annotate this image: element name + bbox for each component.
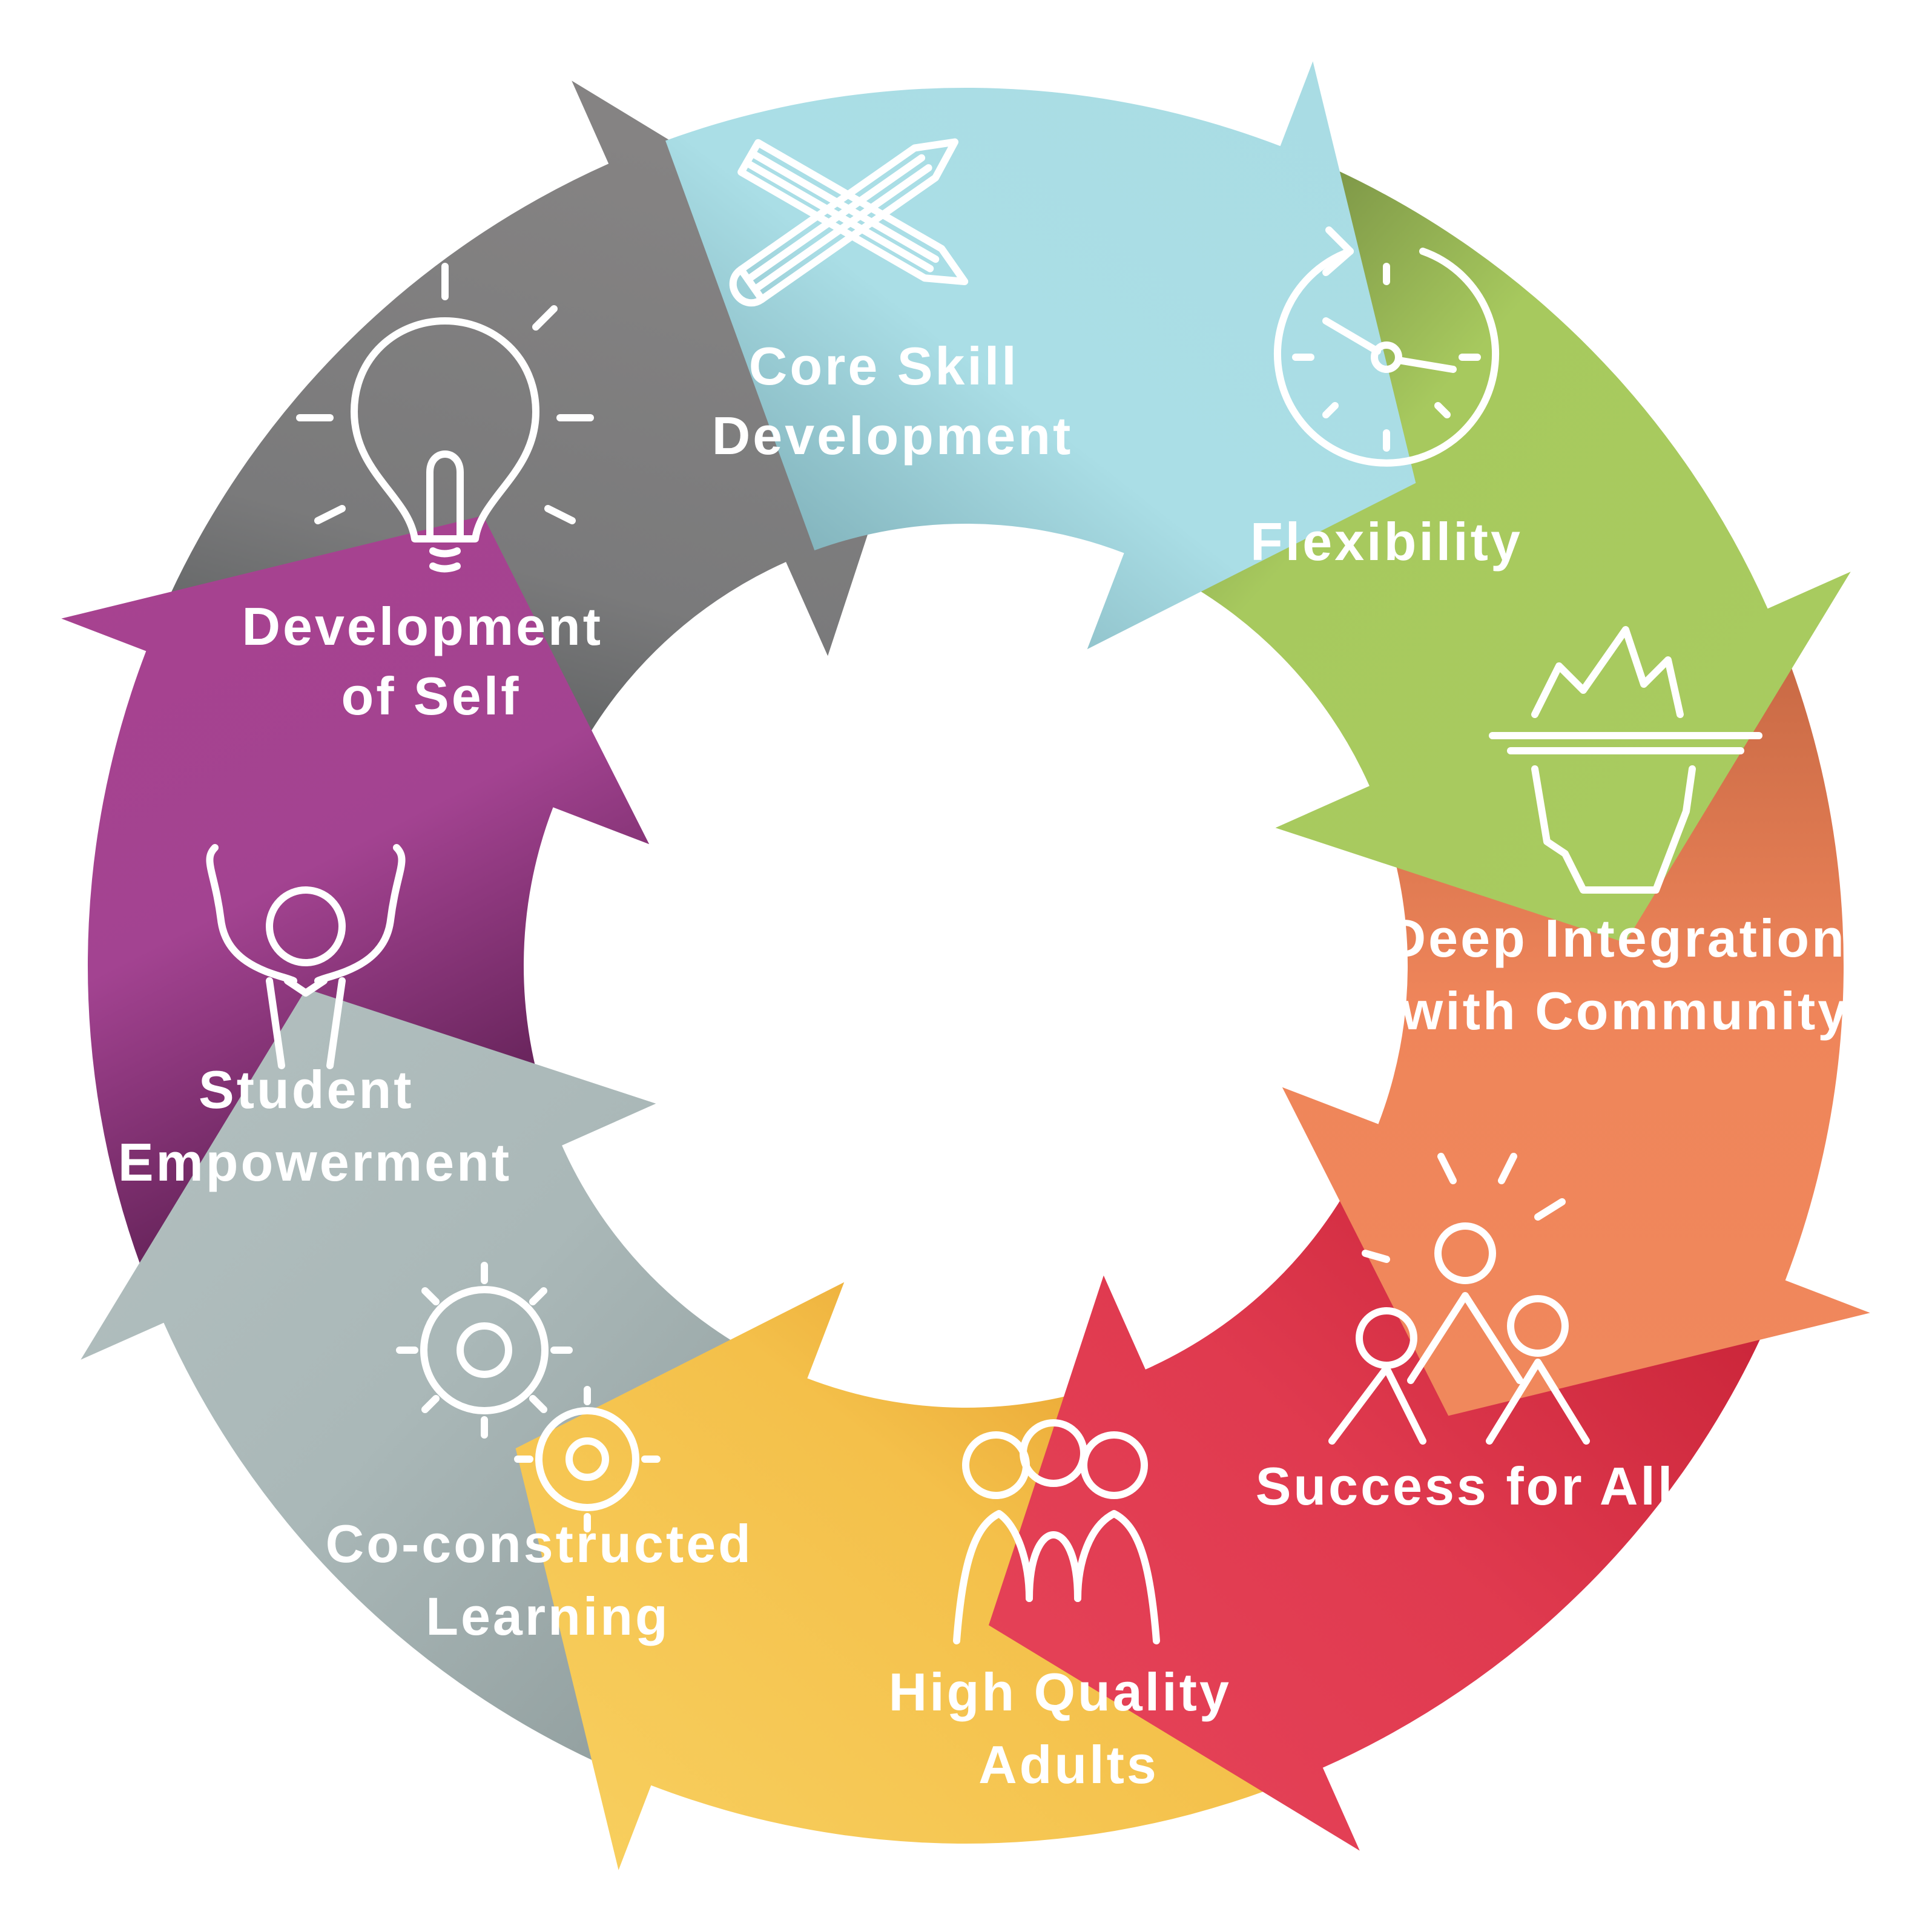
core-skill-label: Core Skill Development <box>712 336 1073 466</box>
segments-layer <box>61 61 1870 1870</box>
community-label: Deep Integration with Community <box>1388 908 1864 1041</box>
flexibility-label: Flexibility <box>1250 512 1523 572</box>
gears-icon <box>396 1262 661 1532</box>
colearning-label: Co-constructed Learning <box>326 1514 771 1646</box>
pencil-icon <box>737 139 969 285</box>
raised-arms-person-icon <box>206 844 406 1069</box>
clock-icon <box>1274 226 1499 467</box>
lightbulb-icon <box>296 263 594 573</box>
success-label: Success for All <box>1256 1456 1675 1516</box>
adults-label: High Quality Adults <box>889 1662 1249 1795</box>
iceberg-icon <box>1489 626 1762 894</box>
labels-layer: Core Skill Development Flexibility Deep … <box>118 336 1864 1795</box>
group-people-icon <box>953 1419 1160 1644</box>
self-label: Development of Self <box>242 596 620 726</box>
people-cheering-icon <box>1328 1153 1590 1445</box>
icons-layer <box>206 138 1762 1644</box>
empowerment-label: Student Empowerment <box>118 1060 512 1192</box>
